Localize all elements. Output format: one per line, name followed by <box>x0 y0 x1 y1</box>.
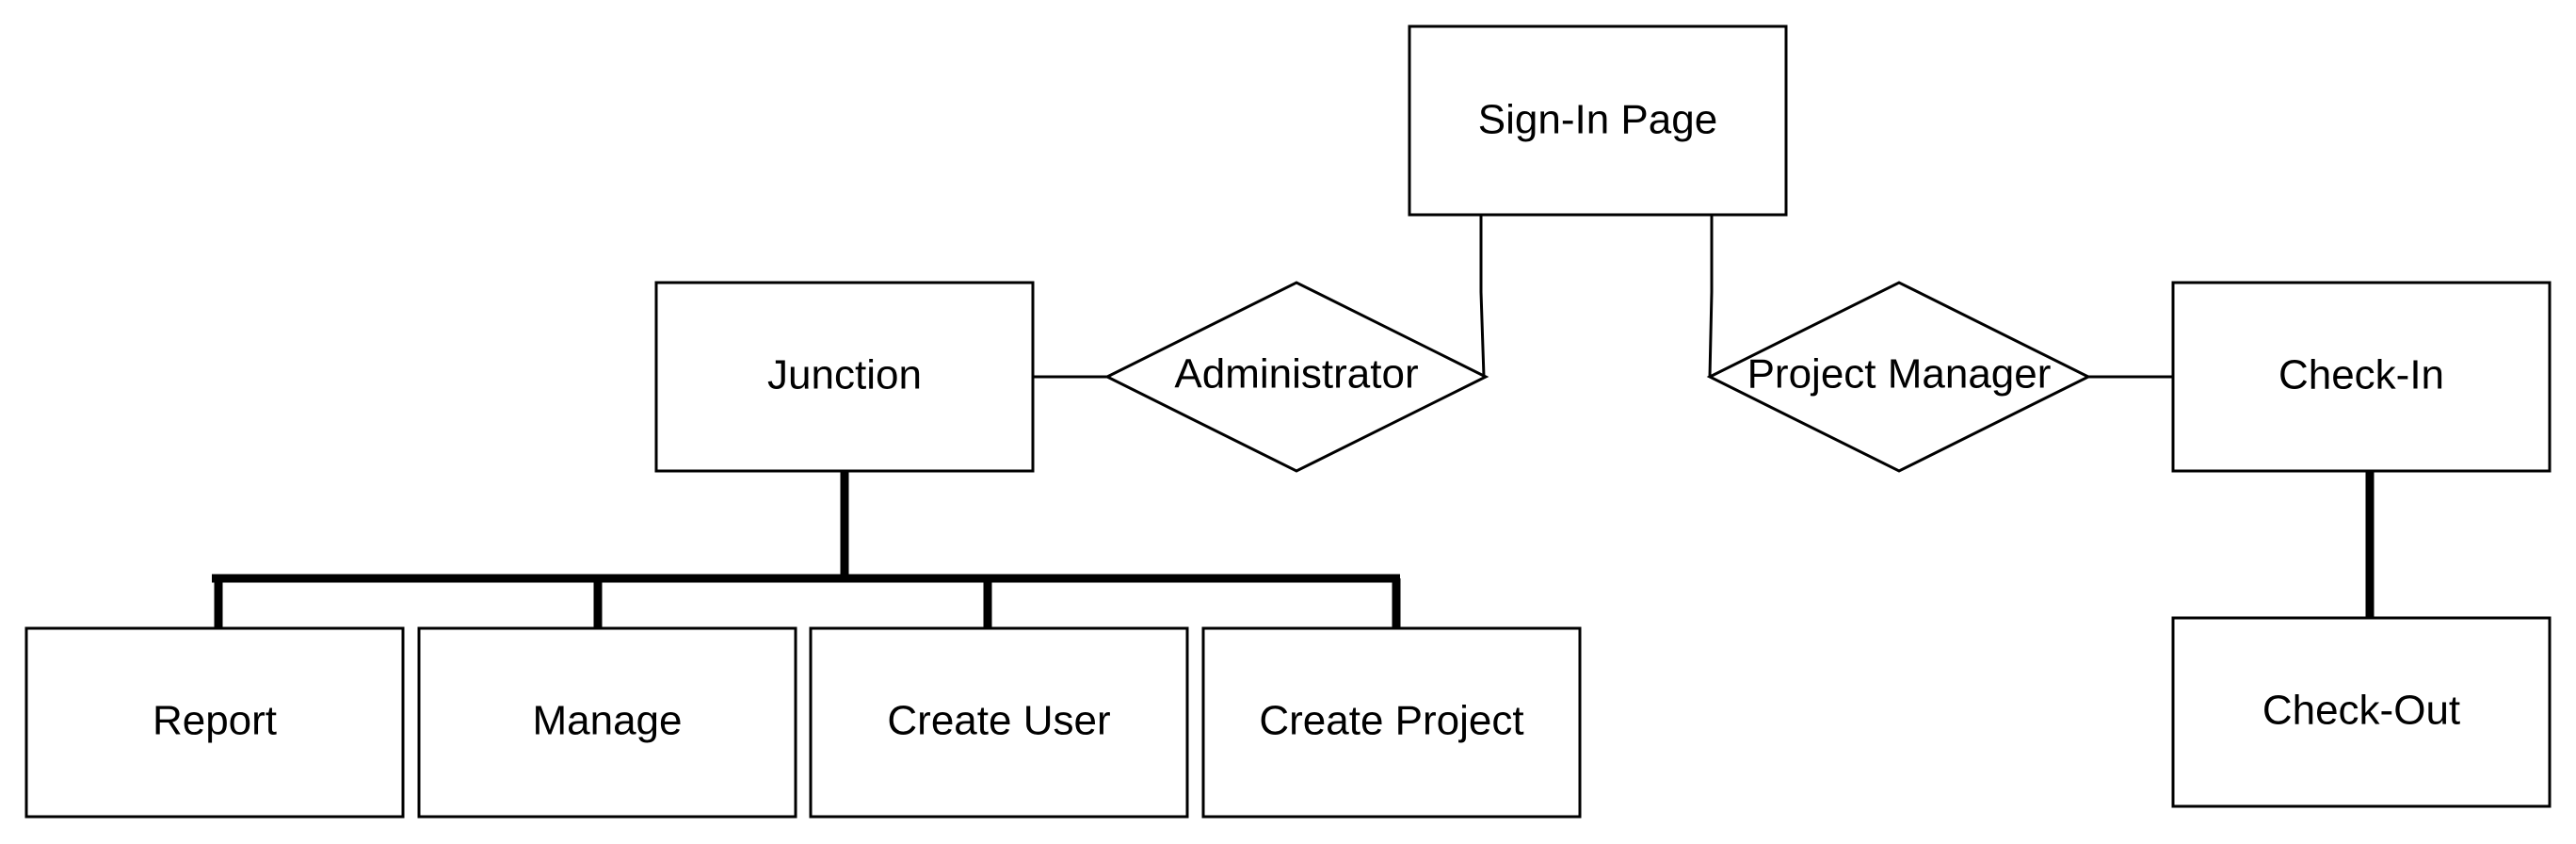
checkout-label: Check-Out <box>2262 688 2460 734</box>
create-user-label: Create User <box>887 698 1110 744</box>
project-manager-label: Project Manager <box>1747 351 2052 398</box>
checkout-box: Check-Out <box>2171 616 2552 808</box>
checkin-box: Check-In <box>2171 281 2552 473</box>
connector-signin-project-manager <box>1708 215 1714 378</box>
create-project-label: Create Project <box>1259 698 1523 744</box>
report-label: Report <box>153 698 277 744</box>
create-user-box: Create User <box>809 626 1189 819</box>
manage-box: Manage <box>417 626 797 819</box>
create-project-box: Create Project <box>1201 626 1582 819</box>
project-manager-diamond: Project Manager <box>1706 281 2092 473</box>
junction-box: Junction <box>654 281 1035 473</box>
manage-label: Manage <box>532 698 682 744</box>
connector-signin-administrator <box>1479 215 1486 378</box>
signin-page-box: Sign-In Page <box>1408 24 1788 217</box>
administrator-diamond: Administrator <box>1103 281 1489 473</box>
administrator-label: Administrator <box>1174 351 1418 398</box>
junction-label: Junction <box>767 352 922 398</box>
report-box: Report <box>24 626 405 819</box>
signin-page-label: Sign-In Page <box>1478 97 1717 143</box>
checkin-label: Check-In <box>2278 352 2444 398</box>
